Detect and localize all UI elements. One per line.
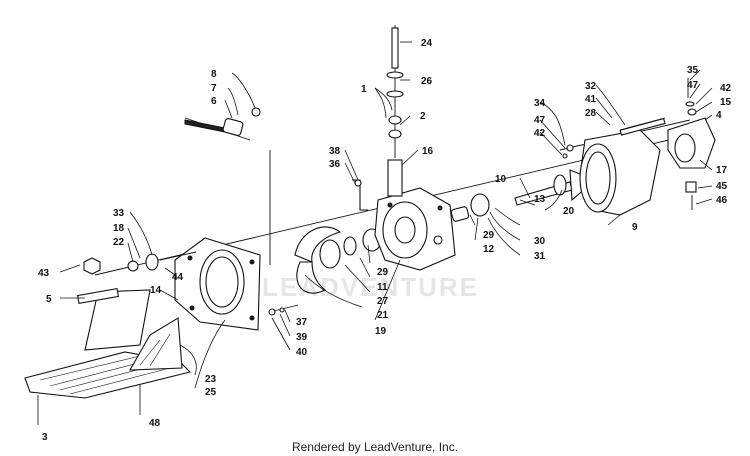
callout-35: 35: [687, 65, 699, 76]
callout-7: 7: [211, 83, 217, 94]
leader-lines: [59, 41, 713, 389]
callout-22: 22: [113, 237, 125, 248]
callout-47b: 47: [687, 80, 699, 91]
bearings: [450, 193, 490, 222]
callout-45: 45: [716, 181, 728, 192]
callout-24: 24: [421, 38, 433, 49]
callout-15: 15: [720, 97, 732, 108]
watermark: LEADVENTURE: [262, 272, 480, 302]
callout-11: 11: [377, 282, 388, 293]
callout-36: 36: [329, 159, 341, 170]
callout-33: 33: [113, 208, 125, 219]
callout-10: 10: [495, 174, 507, 185]
footer-credit: Rendered by LeadVenture, Inc.: [291, 440, 459, 454]
bracket: [352, 179, 368, 211]
callout-29a: 29: [377, 267, 389, 278]
callout-27: 27: [377, 296, 389, 307]
callout-25: 25: [205, 387, 217, 398]
callout-38: 38: [329, 146, 341, 157]
callout-31: 31: [534, 251, 546, 262]
callout-32: 32: [585, 81, 597, 92]
callout-47a: 47: [534, 115, 546, 126]
callout-28: 28: [585, 108, 597, 119]
control-cable: [184, 107, 261, 136]
callout-40: 40: [296, 347, 308, 358]
rear-hardware: [619, 78, 697, 136]
callout-14: 14: [150, 285, 162, 296]
callout-17: 17: [716, 165, 728, 176]
nozzle-housing: [562, 129, 661, 216]
pump-housing: [374, 25, 456, 271]
callout-23: 23: [205, 374, 217, 385]
callout-2: 2: [420, 111, 426, 122]
callout-44: 44: [172, 272, 184, 283]
callout-46: 46: [716, 195, 728, 206]
callout-18: 18: [113, 223, 125, 234]
callout-20: 20: [563, 206, 575, 217]
callout-42a: 42: [534, 128, 546, 139]
callout-16: 16: [422, 146, 434, 157]
callout-13: 13: [534, 194, 546, 205]
callout-5: 5: [46, 294, 52, 305]
callout-37: 37: [296, 317, 308, 328]
callout-19: 19: [375, 326, 387, 337]
callout-48: 48: [149, 418, 161, 429]
callout-3: 3: [42, 432, 48, 443]
adapter-housing: [174, 237, 261, 331]
ride-plate: [24, 287, 192, 425]
callout-8: 8: [211, 69, 217, 80]
callout-4: 4: [716, 110, 722, 121]
callout-6: 6: [211, 96, 217, 107]
callout-30: 30: [534, 236, 546, 247]
callout-1: 1: [361, 84, 367, 95]
steering-nozzle: [667, 117, 716, 210]
callout-21: 21: [377, 310, 389, 321]
callout-12: 12: [483, 244, 495, 255]
callout-26: 26: [421, 76, 433, 87]
callout-39: 39: [296, 332, 308, 343]
callout-42b: 42: [720, 83, 732, 94]
callout-41: 41: [585, 94, 597, 105]
callout-9: 9: [632, 222, 638, 233]
callout-29b: 29: [483, 230, 495, 241]
impeller: [294, 226, 382, 294]
callout-34: 34: [534, 98, 546, 109]
callout-labels: 1 2 3 4 5 6 7 8 9 10 11 12 13 14 15 16 1…: [38, 38, 732, 443]
fasteners: [268, 304, 299, 316]
callout-43: 43: [38, 268, 50, 279]
